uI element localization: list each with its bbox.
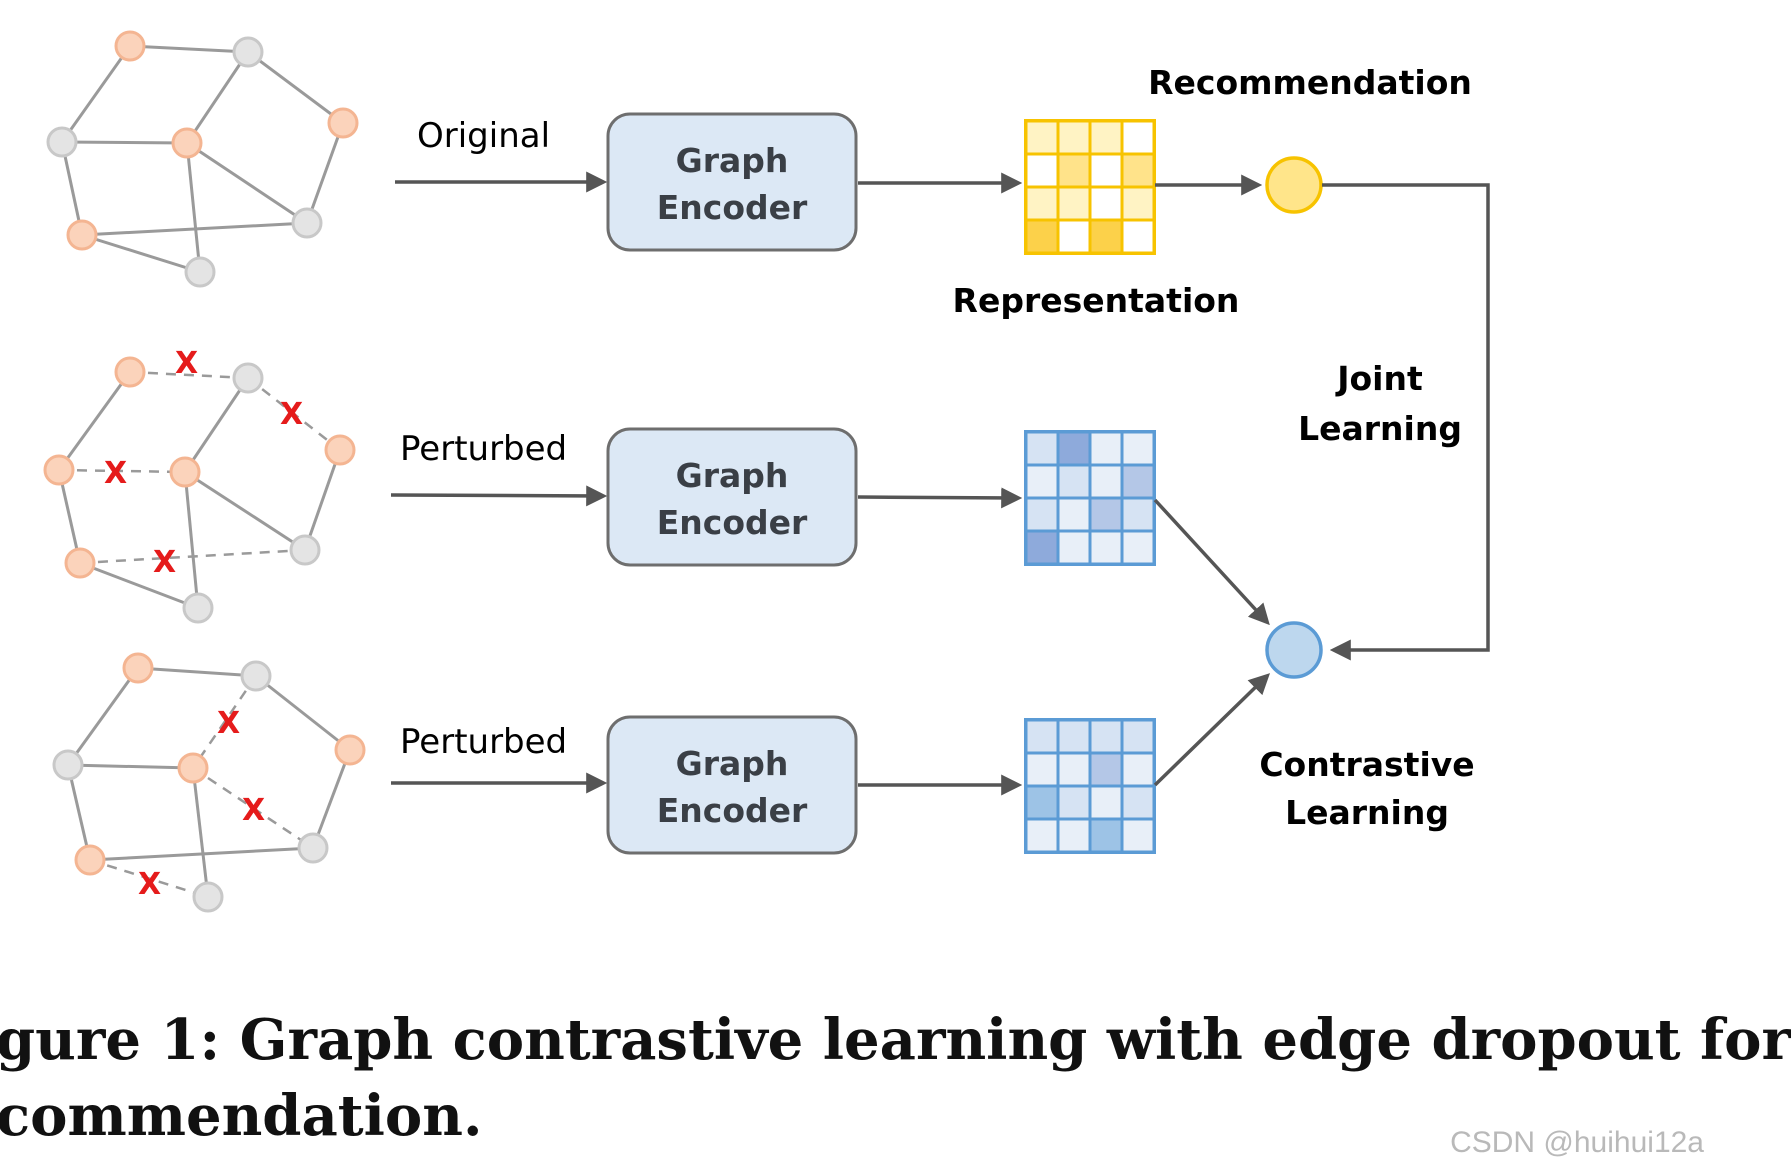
perturbed-graph-1 (57, 371, 342, 610)
graph-node (192, 881, 224, 913)
graph-node (169, 456, 201, 488)
recommendation-label: Recommendation (1148, 63, 1472, 102)
graph-node (297, 832, 329, 864)
perturbed-graph-1-dropped-edges (58, 370, 341, 565)
contrastive-node (1265, 621, 1323, 679)
graph-encoder-2: Graph Encoder (606, 427, 858, 567)
graph-encoder-3: Graph Encoder (606, 715, 858, 855)
original-graph-nodes (46, 30, 359, 288)
graph-node (64, 547, 96, 579)
caption-line-2: commendation. (0, 1083, 483, 1149)
joint-learning-label-line2: Learning (1298, 409, 1462, 448)
perturbed-graph-2-dropped-edges (89, 675, 314, 899)
graph-node (184, 256, 216, 288)
graph-node (52, 749, 84, 781)
perturbed-graph-2-drop-marks: X X X (138, 706, 265, 902)
graph-node (232, 362, 264, 394)
graph-encoder-1: Graph Encoder (606, 112, 858, 252)
perturbed-graph-1-drop-marks: X X X X (104, 346, 303, 580)
perturbed-graph-2 (66, 666, 352, 898)
representation-matrix (1024, 119, 1156, 255)
encoder-to-view-arrow-1 (857, 487, 1023, 509)
graph-node (46, 126, 78, 158)
representation-label: Representation (953, 281, 1240, 320)
drop-mark: X (153, 545, 176, 580)
joint-learning-label-line1: Joint (1335, 359, 1423, 398)
graph-node (334, 734, 366, 766)
drop-mark: X (138, 867, 161, 902)
view-matrix-2 (1024, 718, 1156, 854)
graph-node (177, 752, 209, 784)
perturbed-graph-2-nodes (52, 652, 366, 913)
graph-node (324, 434, 356, 466)
encoder-label-line1: Graph (676, 744, 789, 783)
graph-node (74, 844, 106, 876)
perturbed-label-2: Perturbed (400, 722, 567, 762)
diagram-canvas: X X X X X X X Original Perturbed (43, 30, 1490, 913)
view-2-to-contrastive-arrow (1153, 673, 1271, 787)
encoder-label-line1: Graph (676, 141, 789, 180)
perturbed-label-1: Perturbed (400, 429, 567, 469)
original-graph (60, 44, 345, 274)
view-1-to-contrastive-arrow (1153, 498, 1270, 626)
encoder-label-line2: Encoder (657, 188, 808, 227)
joint-learning-connector (1322, 183, 1490, 661)
graph-node (43, 454, 75, 486)
graph-node (289, 534, 321, 566)
perturbed-graph-1-nodes (43, 356, 356, 624)
contrastive-learning-label-line2: Learning (1285, 793, 1449, 832)
graph-node (232, 36, 264, 68)
graph-node (327, 107, 359, 139)
graph-node (182, 592, 214, 624)
graph-node (240, 660, 272, 692)
drop-mark: X (175, 346, 198, 381)
perturbed-arrow-1 (390, 485, 608, 507)
graph-node (171, 127, 203, 159)
figure-caption: gure 1: Graph contrastive learning with … (0, 1002, 1791, 1154)
caption-line-1: gure 1: Graph contrastive learning with … (0, 1007, 1791, 1073)
encoder-label-line2: Encoder (657, 791, 808, 830)
original-label: Original (417, 116, 550, 156)
drop-mark: X (280, 397, 303, 432)
drop-mark: X (104, 456, 127, 491)
graph-node (66, 219, 98, 251)
view-matrix-1 (1024, 430, 1156, 566)
watermark: CSDN @huihui12a (1450, 1126, 1704, 1159)
contrastive-learning-label-line1: Contrastive (1259, 745, 1474, 784)
graph-node (291, 207, 323, 239)
drop-mark: X (217, 706, 240, 741)
encoder-label-line2: Encoder (657, 503, 808, 542)
graph-node (114, 30, 146, 62)
drop-mark: X (242, 793, 265, 828)
graph-node (114, 356, 146, 388)
graph-node (122, 652, 154, 684)
recommendation-node (1265, 156, 1323, 214)
encoder-label-line1: Graph (676, 456, 789, 495)
